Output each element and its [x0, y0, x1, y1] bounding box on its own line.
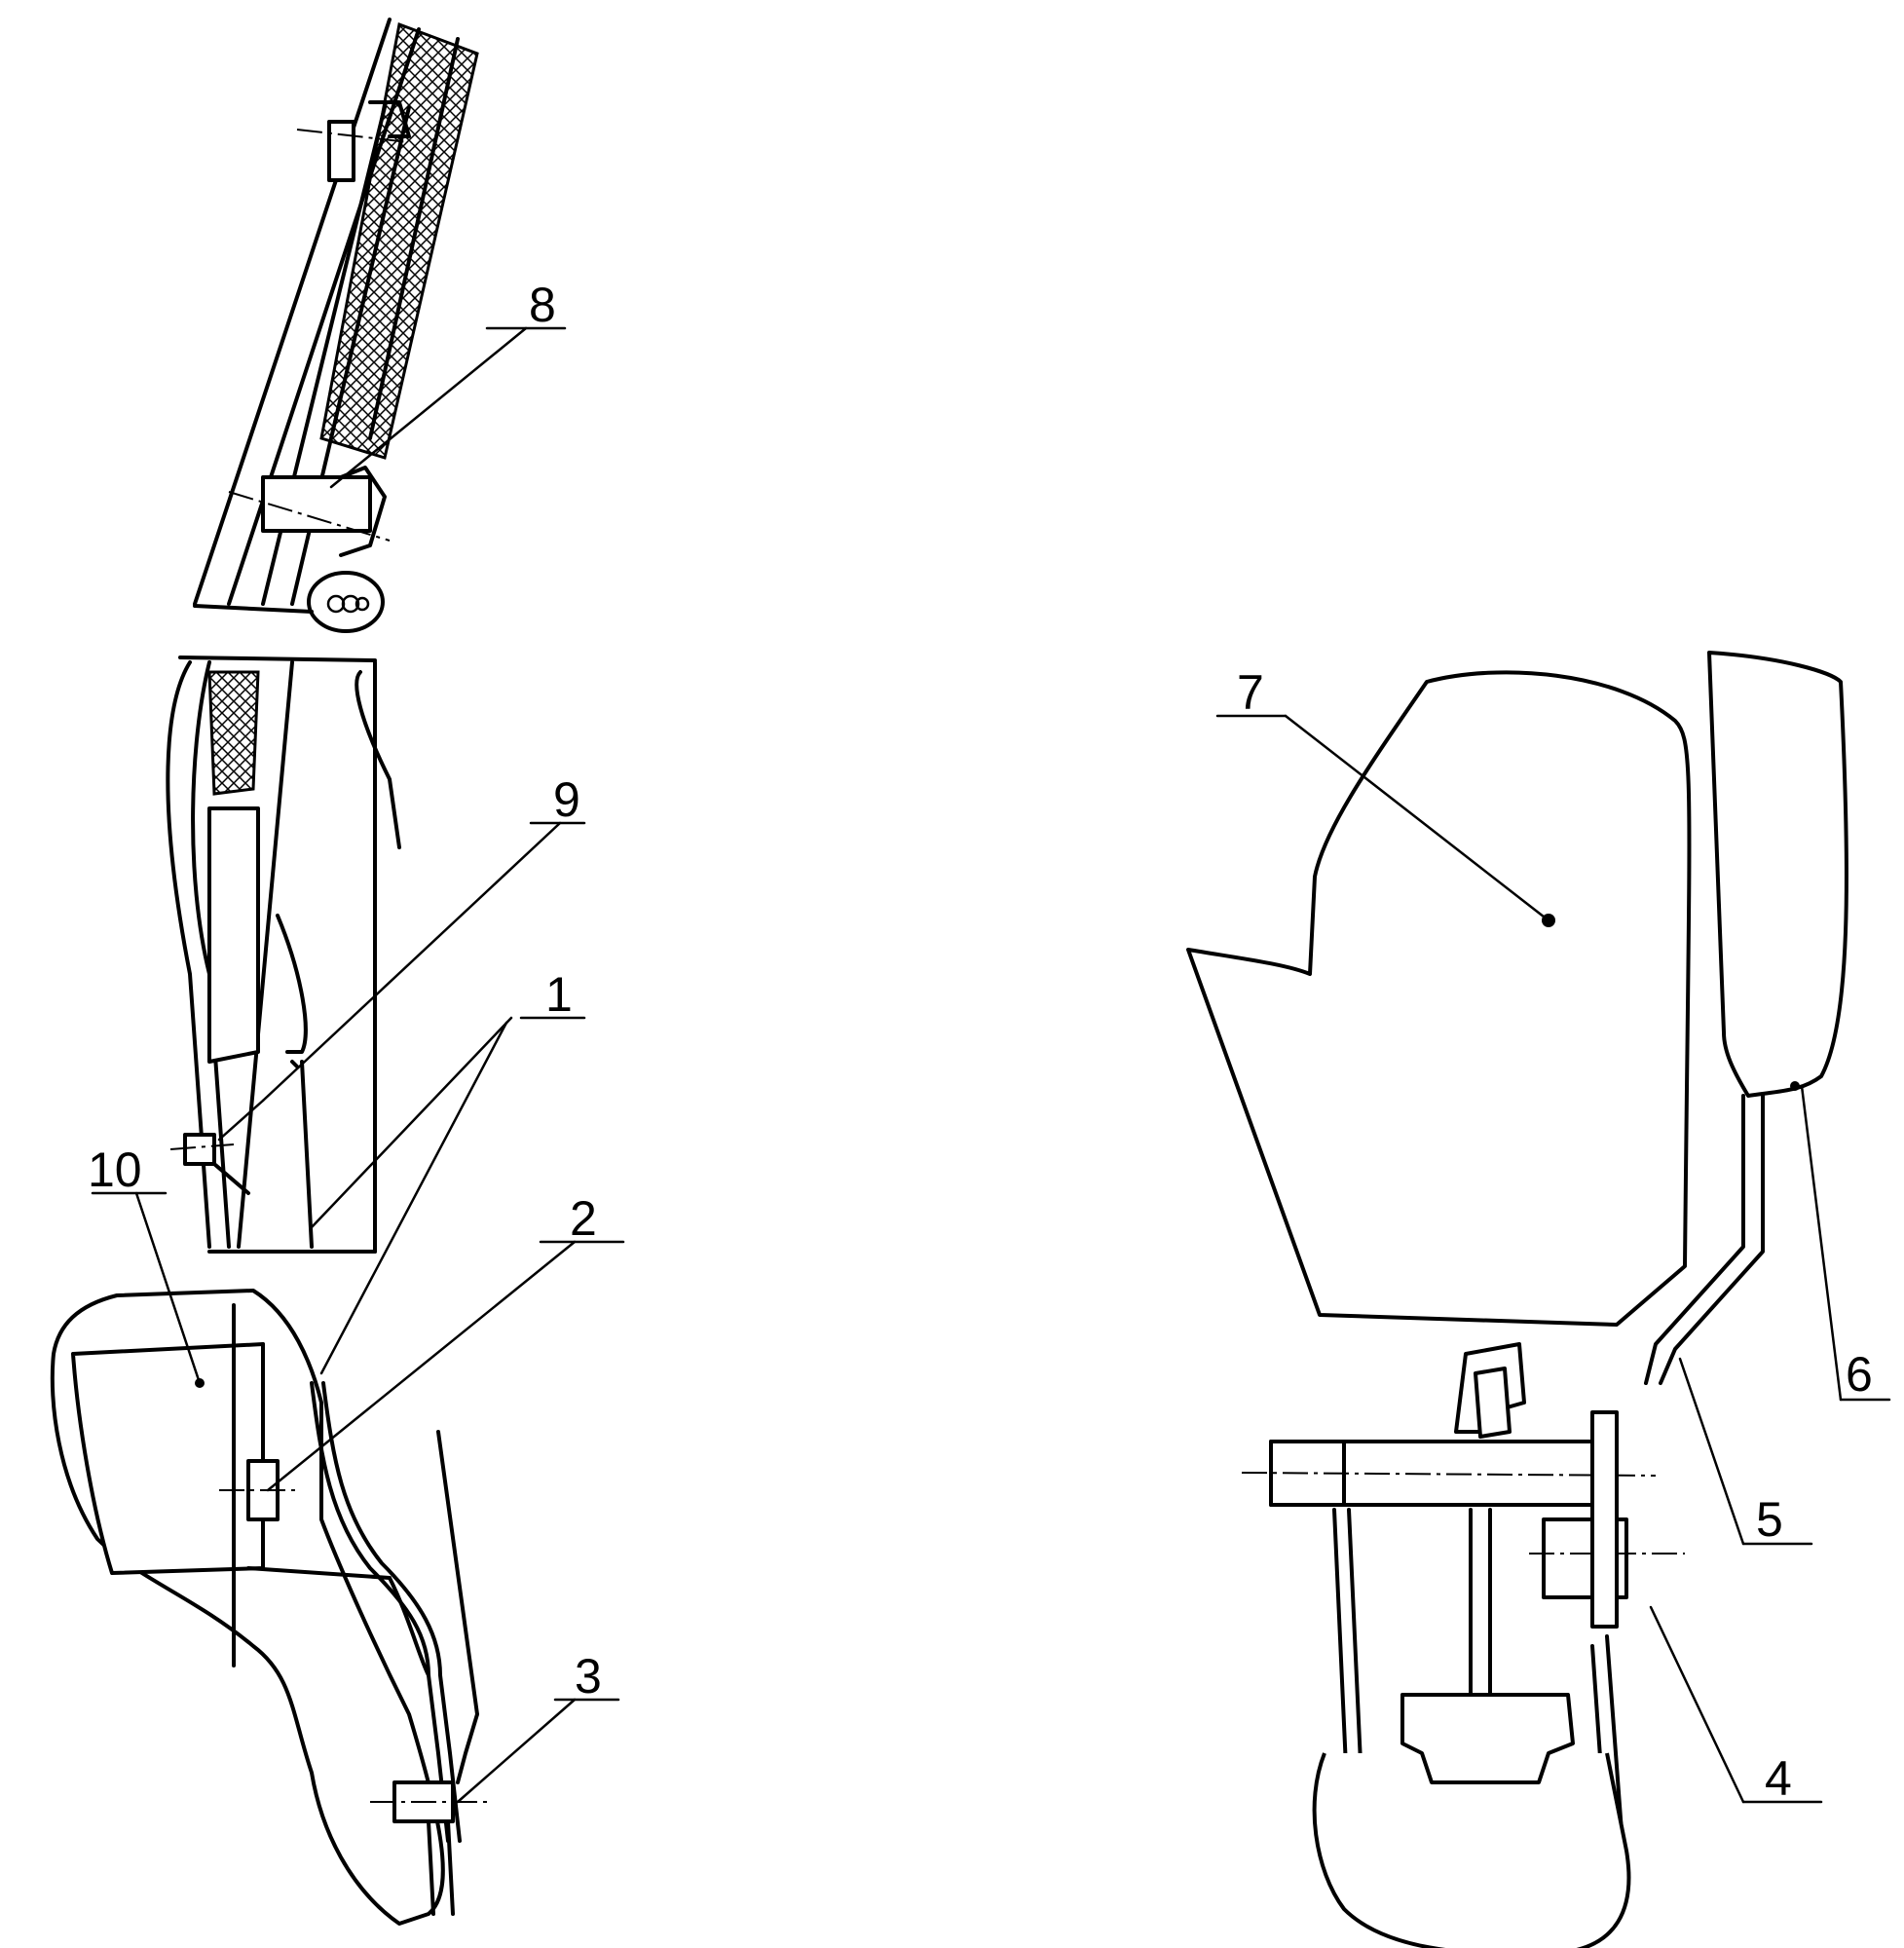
callout-3: 3	[575, 1649, 602, 1704]
callout-2: 2	[570, 1191, 597, 1246]
middle-section-view	[166, 656, 401, 1254]
upper-bolt-head	[327, 120, 355, 182]
lower-left-section-view	[50, 1289, 487, 1926]
seat-assembly-view	[1186, 651, 1848, 1948]
callout-9: 9	[553, 772, 580, 827]
rail-profile	[1400, 1693, 1575, 1784]
round-nut-8	[307, 571, 385, 633]
callout-5: 5	[1756, 1492, 1783, 1547]
seat-back-6	[1707, 651, 1848, 1098]
callout-6: 6	[1846, 1347, 1873, 1402]
middle-bolt	[183, 1133, 216, 1166]
callout-7: 7	[1237, 665, 1264, 720]
part-markers	[195, 914, 1800, 1388]
callout-4: 4	[1765, 1751, 1792, 1806]
sill-outline	[50, 1289, 445, 1926]
callout-10: 10	[88, 1143, 142, 1197]
callouts: 8 9 1 10 2 3 7 6 5 4	[88, 278, 1873, 1806]
bracket-block-8	[261, 475, 372, 533]
callout-1: 1	[545, 967, 573, 1022]
bracket-plate	[1590, 1410, 1619, 1629]
cable-block-10	[71, 1342, 265, 1575]
leader-lines	[91, 326, 1891, 1804]
callout-8: 8	[529, 278, 556, 332]
seat-cushion-7	[1186, 670, 1692, 1327]
middle-hatched-seal	[207, 670, 260, 796]
upper-section-view	[193, 18, 479, 633]
